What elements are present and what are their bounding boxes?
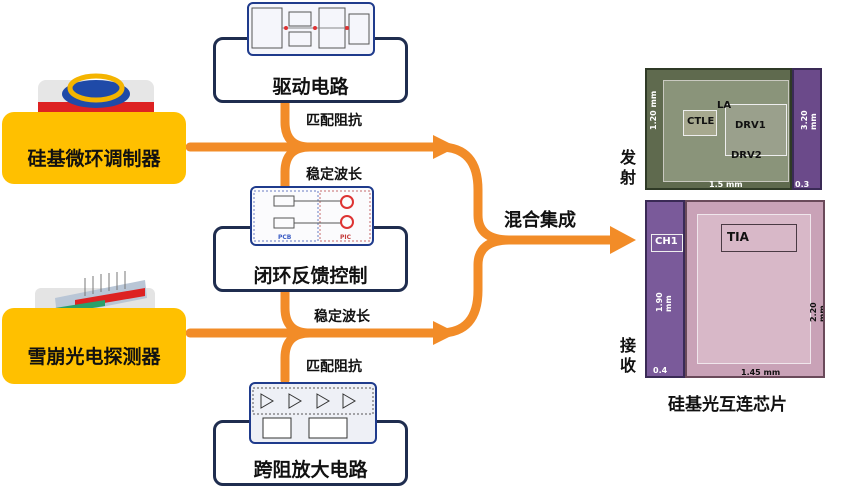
modulator-label: 硅基微环调制器 (27, 148, 161, 170)
match-impedance-top-label: 匹配阻抗 (306, 113, 362, 129)
tx-label-char-2: 射 (620, 168, 637, 187)
top-arrowhead (433, 135, 457, 159)
rx-dim-ch1-height: 1.90 mm (655, 292, 673, 312)
driver-circuit-label: 驱动电路 (272, 76, 349, 98)
chip-caption: 硅基光互连芯片 (668, 395, 787, 415)
driver-schematic-thumbnail (247, 2, 375, 56)
match-impedance-bottom-label: 匹配阻抗 (306, 359, 362, 375)
rx-dim-width: 1.45 mm (741, 368, 781, 377)
ch1-block (651, 234, 683, 252)
modulator-graphic (38, 73, 154, 118)
tia-schematic-graphic (252, 387, 374, 439)
pic-label: PIC (340, 234, 352, 241)
driver-schematic-graphic (251, 7, 370, 49)
detector-label: 雪崩光电探测器 (27, 346, 161, 368)
rx-dim-height: 2.20 mm (809, 302, 825, 322)
tx-dim-height: 1.20 mm (649, 90, 658, 130)
rx-dim-ch1-width: 0.4 mm (653, 366, 670, 376)
rx-block-ch1: CH1 (655, 236, 678, 247)
rx-chip-image: TIA 2.20 mm 1.45 mm (685, 200, 825, 378)
drv-block (725, 104, 787, 156)
merge-top-curve (435, 142, 515, 245)
tx-dim-pad-height: 3.20 mm (800, 110, 818, 130)
tx-pad-strip: 3.20 mm 0.3 mm (792, 68, 822, 190)
feedback-schematic-graphic (253, 190, 371, 242)
tia-curve (280, 328, 315, 385)
rx-label-char-2: 收 (620, 356, 637, 375)
rx-chip-core (697, 214, 811, 364)
rx-pad-strip: CH1 1.90 mm 0.4 mm (645, 200, 685, 378)
tx-block-la: LA (717, 100, 732, 111)
feedback-schematic-thumbnail: PCB PIC (250, 186, 374, 246)
tia-block (721, 224, 797, 252)
tx-dim-pad-width: 0.3 mm (795, 180, 810, 189)
pcb-label: PCB (278, 234, 292, 241)
modulator-card: 硅基微环调制器 (2, 112, 186, 184)
feedback-down-curve (280, 281, 315, 338)
detector-card: 雪崩光电探测器 (2, 308, 186, 384)
rx-block-tia: TIA (727, 230, 749, 244)
ctle-block (683, 110, 717, 136)
merge-bottom-curve (435, 235, 515, 338)
tia-circuit-label: 跨阻放大电路 (253, 459, 368, 481)
feedback-control-label: 闭环反馈控制 (253, 265, 368, 287)
tx-block-ctle: CTLE (687, 116, 715, 127)
output-arrowhead (610, 226, 636, 254)
stabilize-wavelength-bottom-label: 稳定波长 (314, 309, 370, 325)
tx-block-drv2: DRV2 (731, 150, 762, 161)
tx-label-char-1: 发 (620, 148, 637, 167)
tia-schematic-thumbnail (249, 382, 377, 444)
bottom-arrowhead (433, 321, 457, 345)
tx-block-drv1: DRV1 (735, 120, 766, 131)
tx-chip-image: LA CTLE DRV1 DRV2 1.20 mm 1.5 mm (645, 68, 792, 190)
stabilize-wavelength-top-label: 稳定波长 (306, 167, 362, 183)
feedback-up-curve (280, 142, 315, 205)
hybrid-integration-label: 混合集成 (504, 210, 576, 231)
tx-dim-width: 1.5 mm (709, 180, 743, 189)
modulator-device-image (38, 72, 154, 118)
rx-label-char-1: 接 (620, 336, 637, 355)
